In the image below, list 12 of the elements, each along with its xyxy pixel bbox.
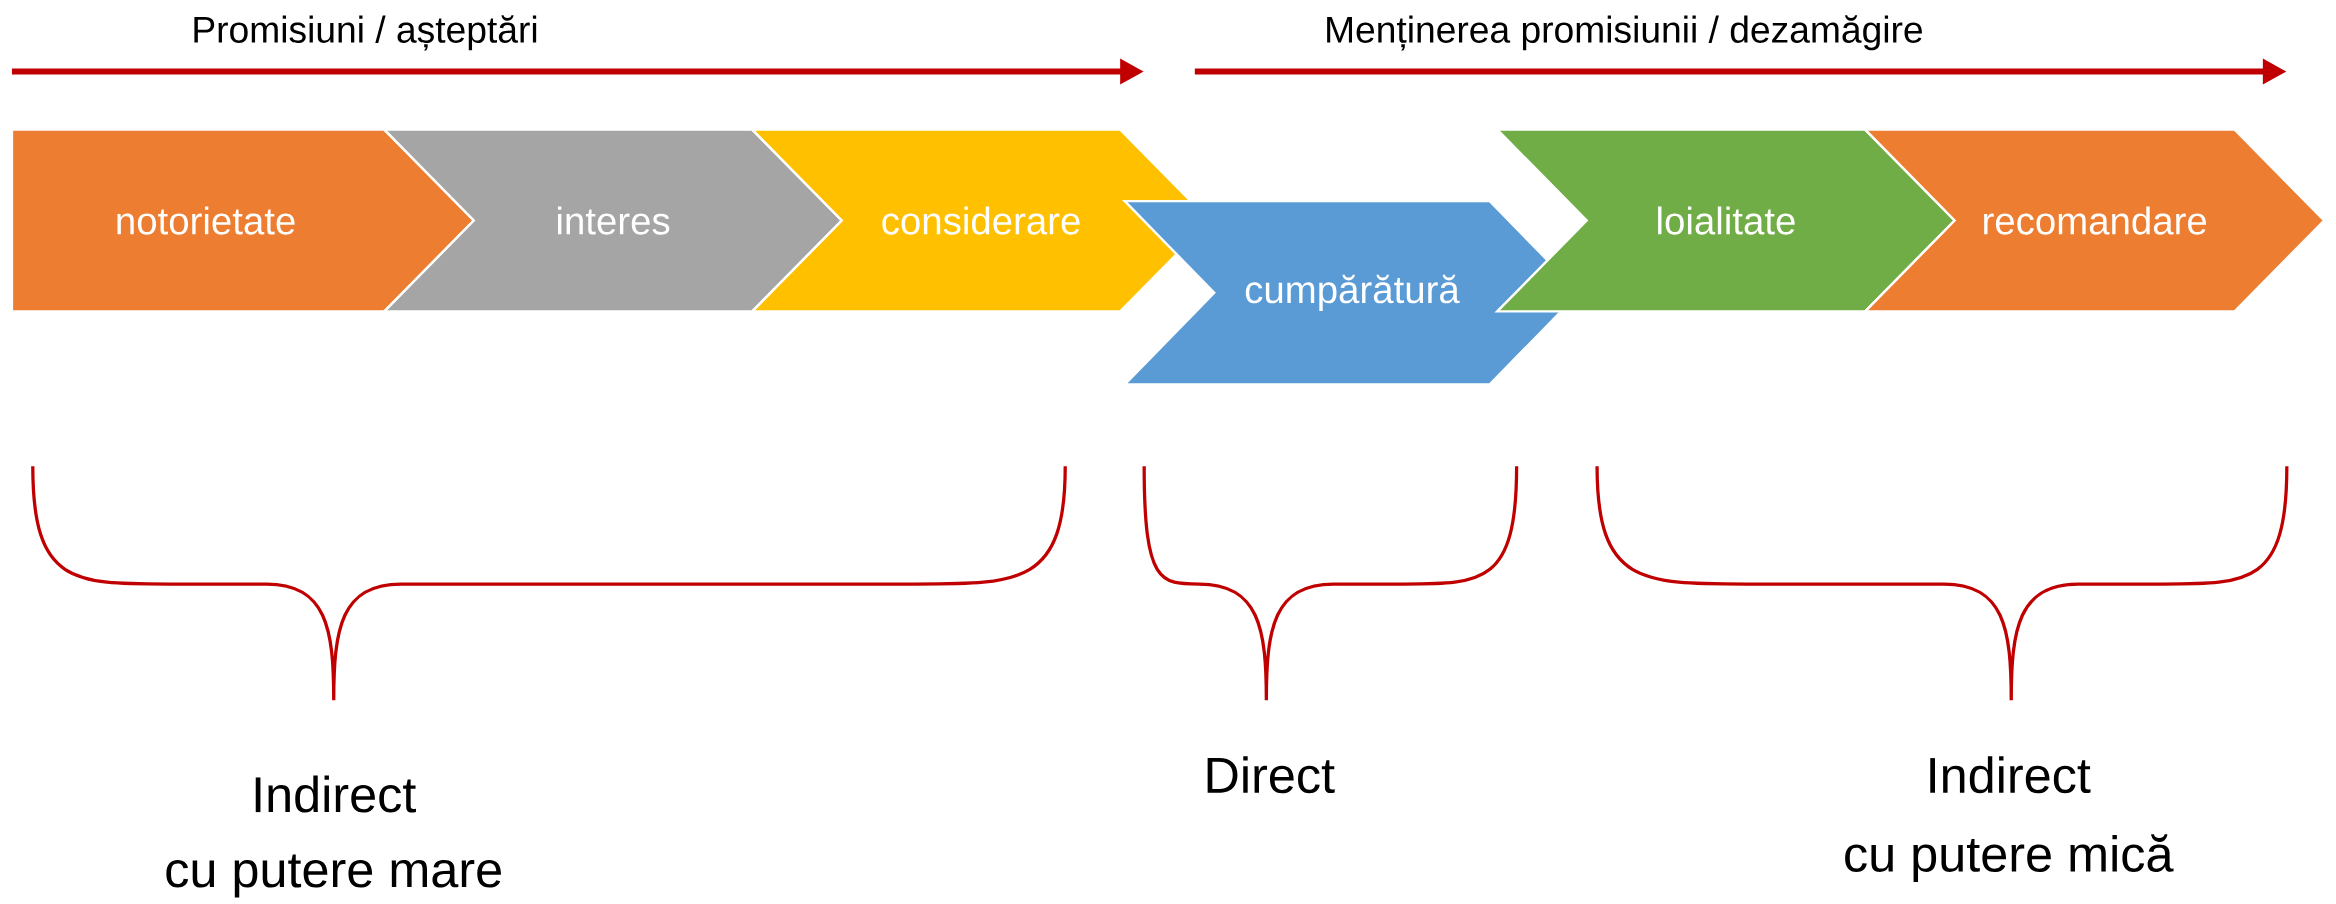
- annotation-text: Indirect: [1930, 756, 2091, 794]
- annotation-text: cu putere mică: [1845, 834, 2174, 882]
- stage-box: cumpărătură: [1121, 199, 1581, 386]
- annotation-text: Indirect: [255, 775, 416, 813]
- stage-box: recomandare: [1862, 128, 2326, 313]
- heading-text: Menținerea promisiunii / dezamăgire: [1327, 15, 1922, 51]
- heading-text: Promisiuni / așteptări: [194, 15, 537, 51]
- annotation-text: Direct: [1207, 756, 1335, 794]
- stage-box: considerare: [749, 128, 1212, 313]
- stage-box: loialitate: [1494, 128, 1957, 313]
- annotation-text: cu putere mare: [166, 854, 501, 898]
- stage-box: interes: [381, 128, 844, 313]
